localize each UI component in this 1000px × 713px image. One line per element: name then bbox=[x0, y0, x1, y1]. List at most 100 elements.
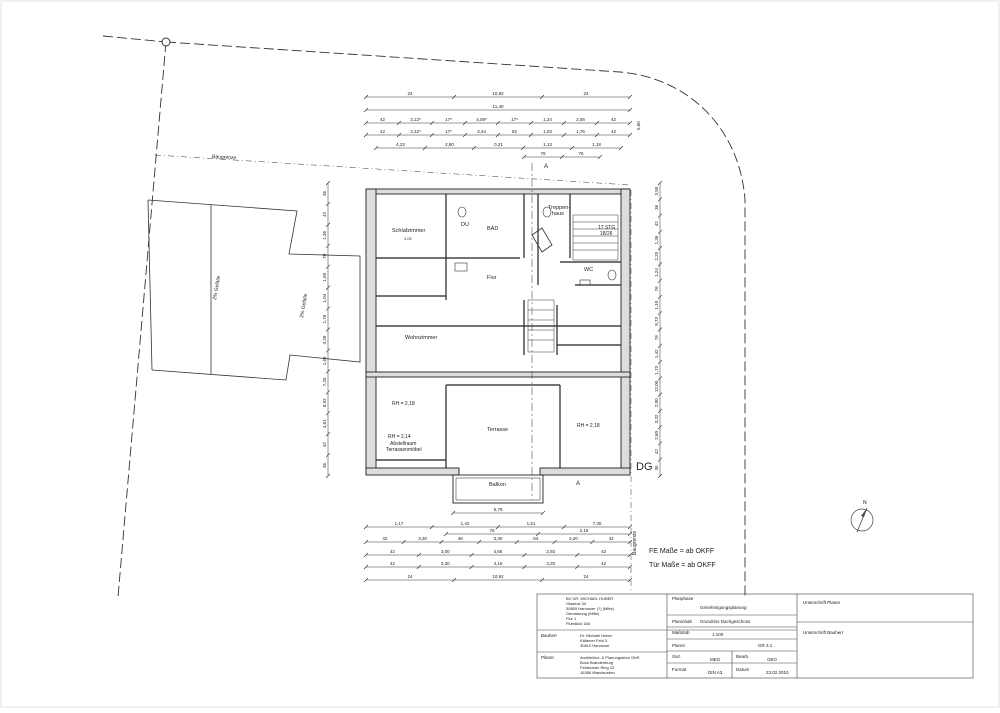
dim-top-r4-label: 3,12⁵ bbox=[410, 129, 421, 134]
dim-left-tick bbox=[325, 306, 331, 311]
dim-bot-r0-label: 1,51 bbox=[527, 521, 536, 526]
room-bad: BAD bbox=[487, 226, 498, 232]
dim-right-tick bbox=[657, 213, 663, 218]
dim-top-r5-label: 4,23 bbox=[396, 142, 405, 147]
dim-top-r4-label: 3,44 bbox=[477, 129, 486, 134]
dim-bot-r3-label: 4,66 bbox=[494, 549, 503, 554]
rh-left-2: RH = 2,14 bbox=[388, 434, 411, 440]
dim-top-r3-tick bbox=[396, 120, 402, 126]
dim-right-tick bbox=[657, 294, 663, 300]
dim-top-r6-tick bbox=[559, 154, 565, 160]
dim-right-tick bbox=[657, 376, 663, 381]
dim-top-r5-tick bbox=[422, 145, 428, 151]
dim-right-label: 36 bbox=[654, 465, 659, 471]
dim-right-tick bbox=[657, 473, 663, 479]
room-wc: WC bbox=[584, 267, 593, 273]
dim-left-label: 36 bbox=[322, 463, 327, 469]
format-label: Format bbox=[672, 667, 687, 672]
dim-bot-r2-label: 3,30 bbox=[418, 536, 427, 541]
dim-bot-r5-label: 24 bbox=[407, 574, 413, 579]
dim-bot-r3-tick bbox=[522, 552, 527, 558]
property-boundary bbox=[102, 35, 746, 598]
roof-slope-label-2: 2% Gefälle bbox=[299, 293, 309, 318]
dim-top-r1-label: 10,92 bbox=[492, 91, 504, 96]
dim-bot-r4-label: 4,16 bbox=[494, 561, 503, 566]
dim-right-tick bbox=[657, 229, 663, 235]
office-line: Gemarkung (Mitte) bbox=[566, 611, 600, 616]
dim-top-r6-tick bbox=[597, 154, 603, 160]
planphase-label: Planphase bbox=[672, 596, 694, 601]
dim-top-r3-label: 17⁵ bbox=[445, 117, 452, 122]
dim-top-r1-tick bbox=[363, 94, 369, 100]
section-a-top: A bbox=[544, 164, 548, 170]
room-wohnzimmer: Wohnzimmer bbox=[405, 335, 437, 341]
dim-bot-r4-label: 42 bbox=[390, 561, 396, 566]
dim-right-tick bbox=[657, 327, 663, 332]
bauherr-line: Dr. Michael Huber bbox=[580, 633, 613, 638]
dim-left-label: 8,92 bbox=[322, 398, 327, 407]
chimney bbox=[531, 227, 553, 253]
dim-top-r3-label: 2,06 bbox=[576, 117, 585, 122]
stairs bbox=[527, 214, 619, 353]
planphase-value: Genehmigungsplanung bbox=[700, 605, 747, 610]
dim-left-tick bbox=[325, 327, 331, 332]
dim-left-label: 1,69 bbox=[322, 356, 327, 365]
dim-right-label: 1,73 bbox=[654, 365, 659, 374]
lower-roof bbox=[147, 199, 361, 381]
dim-balcony-tick bbox=[540, 510, 546, 516]
dim-left-tick bbox=[325, 285, 331, 290]
dim-top-r3-label: 3,12⁵ bbox=[410, 117, 421, 122]
dim-top-r4-label: 17⁵ bbox=[445, 129, 452, 134]
dim-top-r4-tick bbox=[429, 132, 435, 138]
dim-top-r4-label: 1,03 bbox=[543, 129, 552, 134]
dim-bot-r4-tick bbox=[363, 564, 369, 570]
dim-top-r5-tick bbox=[520, 145, 526, 151]
office-line: Flurstück 166 bbox=[566, 621, 591, 626]
dim-bot-r3-tick bbox=[574, 552, 580, 558]
office-line: Flur 1 bbox=[566, 616, 577, 621]
dim-left-tick bbox=[325, 431, 331, 437]
dim-left-tick bbox=[325, 264, 331, 269]
dim-bot-r0-tick bbox=[561, 524, 567, 530]
dim-right-tick bbox=[657, 408, 663, 414]
massstab-value: 1:100 bbox=[712, 632, 724, 637]
dim-top-r4-tick bbox=[528, 132, 534, 138]
dim-right-label: 76 bbox=[654, 286, 659, 292]
room-schlafzimmer: Schlafzimmer bbox=[392, 228, 425, 234]
dim-right-tick bbox=[657, 311, 663, 316]
dim-right-tick bbox=[657, 424, 663, 430]
dim-bot-r2-tick bbox=[514, 539, 520, 545]
planer-line: 16386 Wandsurden bbox=[580, 670, 615, 675]
dim-right-tick bbox=[657, 457, 663, 462]
room-abstellraum-2: Terrassenmöbel bbox=[386, 447, 422, 453]
fe-masse-note: FE Maße = ab OKFF bbox=[649, 548, 714, 555]
dim-right-label: 42 bbox=[654, 221, 659, 227]
dim-right-label: 1,36 bbox=[654, 235, 659, 244]
dim-top-r5-tick bbox=[471, 145, 477, 151]
room-treppenhaus-2: haus bbox=[552, 211, 564, 217]
dim-bot-r5-tick bbox=[627, 577, 633, 583]
dim-bot-r2-tick bbox=[401, 539, 406, 545]
dim-bot-r5-label: 10,92 bbox=[492, 574, 504, 579]
room-treppenhaus-1: Treppen- bbox=[548, 205, 570, 211]
planer-line: Bock Brandenburg bbox=[580, 660, 614, 665]
dim-top-r3-tick bbox=[627, 120, 633, 126]
dim-bot-r4-tick bbox=[574, 564, 580, 570]
dim-bot-r3-label: 42 bbox=[601, 549, 607, 554]
room-abstellraum-1: Abstellraum bbox=[390, 441, 416, 447]
roof-slope-label-1: 2% Gefälle bbox=[212, 275, 222, 300]
dim-right-tick bbox=[657, 392, 663, 397]
signature-bauherr: Unterschrift Bauherr bbox=[803, 630, 844, 635]
dim-top-r3-label: 42 bbox=[611, 117, 617, 122]
dim-right-label: 12,00 bbox=[654, 380, 659, 392]
baugrenze-top-label: Baugrenze bbox=[212, 154, 237, 161]
dim-left-label: 3,26 bbox=[322, 335, 327, 344]
room-du: DU bbox=[461, 222, 469, 228]
dim-bot-r3-tick bbox=[416, 552, 422, 558]
bearb-value: GEO bbox=[767, 657, 778, 662]
dim-top-r3-tick bbox=[561, 120, 567, 126]
dim-right-label: 3,50 bbox=[654, 186, 659, 195]
dim-top-r4-tick bbox=[495, 132, 501, 138]
